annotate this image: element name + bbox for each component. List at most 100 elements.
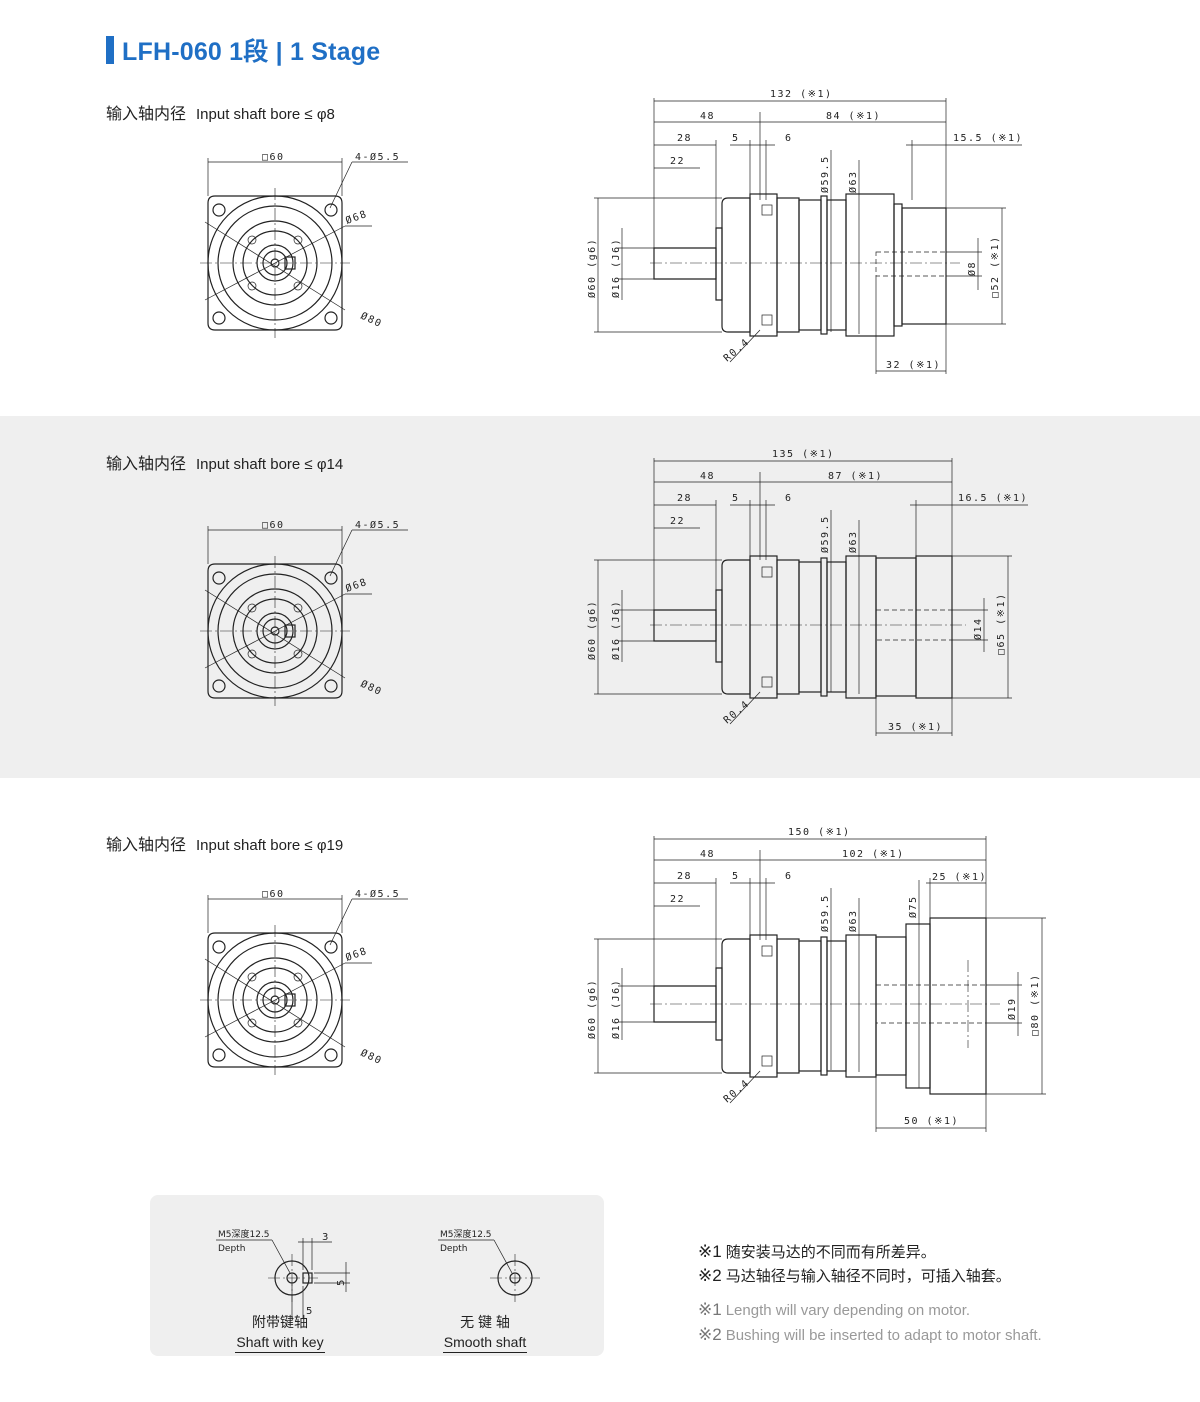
dim-flange: 25 (※1) (932, 872, 987, 883)
smooth-shaft-en: Smooth shaft (442, 1332, 528, 1353)
section-3-drawings: □60 4-Ø5.5 Ø68 Ø80 150 (※1) 48 102 (※1) … (200, 827, 1046, 1132)
dim-59-5: Ø59.5 (819, 155, 831, 193)
bore-label-zh: 输入轴内径 (106, 837, 187, 854)
dim-right: 84 (※1) (826, 111, 881, 122)
dim-total: 135 (※1) (772, 449, 835, 460)
front-holes-label: 4-Ø5.5 (355, 888, 400, 900)
front-square-label: □60 (262, 889, 285, 900)
note-text: 马达轴径与输入轴径不同时，可插入轴套。 (725, 1268, 1011, 1285)
front-outer-label: Ø80 (359, 1047, 385, 1067)
dim-flange: 16.5 (※1) (958, 493, 1028, 504)
note-text: Bushing will be inserted to adapt to mot… (725, 1327, 1042, 1344)
front-pcd-label: Ø68 (344, 208, 369, 227)
section-1-drawings: □60 4-Ø5.5 Ø68 Ø80 132 (※1) 48 84 (※1) 2… (200, 89, 1023, 374)
dim-total: 132 (※1) (770, 89, 833, 100)
dim-60: Ø60 (g6) (586, 238, 598, 298)
dim-5: 5 (732, 133, 740, 144)
bore-label-en: Input shaft bore ≤ φ8 (196, 106, 335, 123)
smooth-shaft-caption: 无 键 轴 Smooth shaft (425, 1312, 545, 1353)
dim-28: 28 (677, 133, 692, 144)
note-text: 随安装马达的不同而有所差异。 (725, 1244, 936, 1261)
dim-5: 5 (732, 493, 740, 504)
dim-22: 22 (670, 516, 685, 527)
smooth-thread-label: M5深度12.5 (440, 1228, 492, 1240)
shaft-with-key-en: Shaft with key (235, 1332, 325, 1353)
dim-right: 87 (※1) (828, 471, 883, 482)
front-outer-label: Ø80 (359, 678, 385, 698)
shaft-with-key-drawing: M5深度12.5 Depth 3 5 5 (216, 1228, 350, 1318)
key-dim-5-horizontal: 5 (306, 1306, 312, 1317)
dim-59-5: Ø59.5 (819, 515, 831, 553)
shaft-with-key-caption: 附带键轴 Shaft with key (220, 1312, 340, 1353)
shaft-with-key-zh: 附带键轴 (252, 1314, 308, 1330)
key-thread-label: M5深度12.5 (218, 1228, 270, 1240)
side-view-2: 135 (※1) 48 87 (※1) 28 5 6 16.5 (※1) 22 … (586, 449, 1028, 736)
title-accent-bar (106, 36, 114, 64)
front-view-2: □60 4-Ø5.5 Ø68 Ø80 (200, 519, 408, 706)
dim-48: 48 (700, 471, 715, 482)
dim-depth: 50 (※1) (904, 1116, 959, 1127)
side-view-3: 150 (※1) 48 102 (※1) 28 5 6 25 (※1) 22 Ø… (586, 827, 1046, 1132)
bore-label-3: 输入轴内径 Input shaft bore ≤ φ19 (106, 831, 343, 855)
title-text: LFH-060 1段 | 1 Stage (122, 38, 381, 66)
bore-label-zh: 输入轴内径 (106, 456, 187, 473)
front-holes-label: 4-Ø5.5 (355, 519, 400, 531)
dim-16: Ø16 (J6) (610, 600, 622, 660)
dim-22: 22 (670, 894, 685, 905)
smooth-shaft-zh: 无 键 轴 (460, 1314, 510, 1330)
bore-label-en: Input shaft bore ≤ φ19 (196, 837, 344, 854)
front-square-label: □60 (262, 152, 285, 163)
bore-label-2: 输入轴内径 Input shaft bore ≤ φ14 (106, 450, 343, 474)
dim-r04: R0.4 (722, 337, 752, 365)
dim-63: Ø63 (847, 170, 859, 193)
shaft-type-panel (150, 1195, 604, 1356)
dim-right: 102 (※1) (842, 849, 905, 860)
front-square-label: □60 (262, 520, 285, 531)
dim-75: Ø75 (907, 895, 919, 918)
dim-motor: □52 (※1) (990, 235, 1001, 298)
dim-bore: Ø8 (966, 261, 978, 276)
dim-63: Ø63 (847, 530, 859, 553)
dim-depth: 35 (※1) (888, 722, 943, 733)
dim-16: Ø16 (J6) (610, 979, 622, 1039)
dim-48: 48 (700, 849, 715, 860)
dim-total: 150 (※1) (788, 827, 851, 838)
dim-28: 28 (677, 493, 692, 504)
bore-label-1: 输入轴内径 Input shaft bore ≤ φ8 (106, 100, 335, 124)
shaft-drawings: M5深度12.5 Depth 3 5 5 M5深度12.5 Depth (216, 1228, 540, 1318)
page-title: LFH-060 1段 | 1 Stage (106, 34, 380, 66)
dim-16: Ø16 (J6) (610, 238, 622, 298)
dim-6: 6 (785, 871, 793, 882)
dim-motor: □80 (※1) (1030, 973, 1041, 1036)
dim-48: 48 (700, 111, 715, 122)
note-mark: ※1 (698, 1300, 722, 1319)
dim-28: 28 (677, 871, 692, 882)
key-depth-label: Depth (218, 1244, 245, 1254)
front-holes-label: 4-Ø5.5 (355, 151, 400, 163)
dim-flange: 15.5 (※1) (953, 133, 1023, 144)
key-dim-5-vertical: 5 (336, 1280, 347, 1286)
front-view-3: □60 4-Ø5.5 Ø68 Ø80 (200, 888, 408, 1075)
bore-label-en: Input shaft bore ≤ φ14 (196, 456, 344, 473)
note-text: Length will vary depending on motor. (725, 1302, 971, 1319)
dim-63: Ø63 (847, 909, 859, 932)
dim-6: 6 (785, 493, 793, 504)
note-mark: ※1 (698, 1242, 722, 1261)
smooth-shaft-drawing: M5深度12.5 Depth (438, 1228, 540, 1302)
dim-bore: Ø14 (972, 617, 984, 640)
dim-22: 22 (670, 156, 685, 167)
smooth-depth-label: Depth (440, 1244, 467, 1254)
front-pcd-label: Ø68 (344, 576, 369, 595)
dim-bore: Ø19 (1006, 997, 1018, 1020)
side-view-1: 132 (※1) 48 84 (※1) 28 5 6 15.5 (※1) 22 … (586, 89, 1023, 374)
front-pcd-label: Ø68 (344, 945, 369, 964)
key-dim-3: 3 (322, 1232, 328, 1243)
dim-60: Ø60 (g6) (586, 600, 598, 660)
front-outer-label: Ø80 (359, 310, 385, 330)
bore-label-zh: 输入轴内径 (106, 106, 187, 123)
dim-6: 6 (785, 133, 793, 144)
